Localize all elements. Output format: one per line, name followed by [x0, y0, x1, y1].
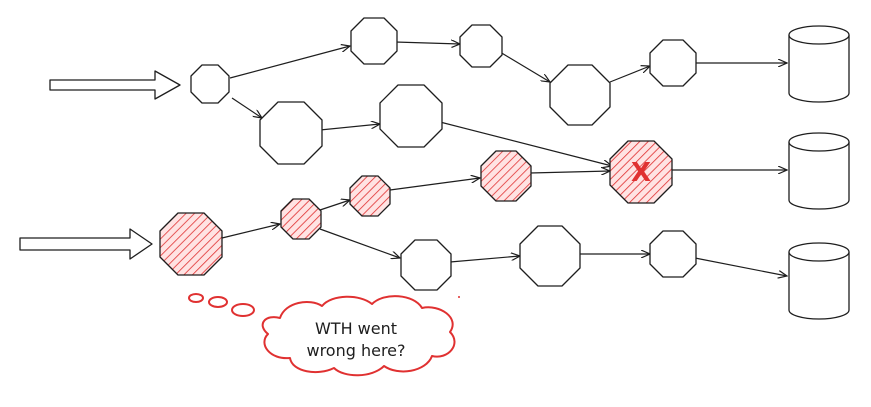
edge-n4-n5 — [499, 51, 550, 82]
edge-n10-db3 — [694, 257, 787, 276]
node-3 — [259, 101, 323, 165]
node-10 — [649, 230, 697, 278]
failure-node — [609, 140, 673, 204]
node-6 — [649, 39, 697, 87]
thought-bubbles — [188, 293, 460, 317]
node-1 — [190, 64, 230, 104]
edge-f4-x — [529, 171, 610, 173]
annotation-line-2: wrong here? — [306, 341, 405, 360]
database-icon — [788, 25, 850, 45]
database-output-2 — [788, 132, 850, 210]
edge-n5-n6 — [609, 66, 650, 83]
failed-node-4 — [480, 150, 532, 202]
failed-node-1 — [159, 212, 223, 276]
edge-n1-n3 — [231, 97, 262, 118]
failed-node-3 — [349, 175, 391, 217]
database-output-1 — [788, 25, 850, 103]
edge-f3-f4 — [389, 178, 480, 191]
thought-cloud: WTH went wrong here? — [261, 295, 456, 377]
edge-n1-n2 — [229, 46, 350, 79]
edge-n8-n9 — [449, 256, 520, 263]
edge-n7-x — [439, 121, 612, 166]
database-icon — [788, 242, 850, 262]
node-8 — [400, 239, 452, 291]
edges — [221, 42, 787, 276]
annotation-line-1: WTH went — [315, 319, 397, 338]
failed-node-2 — [280, 198, 322, 240]
node-7 — [379, 84, 443, 148]
edge-f2-f3 — [319, 200, 350, 211]
database-output-3 — [788, 242, 850, 320]
node-9 — [519, 225, 581, 287]
nodes: X — [159, 17, 697, 291]
edge-f2-n8 — [319, 228, 400, 258]
failure-x-icon: X — [631, 158, 651, 188]
database-icon — [788, 132, 850, 152]
node-2 — [350, 17, 398, 65]
input-arrow-bottom — [19, 228, 153, 260]
node-4 — [459, 24, 503, 68]
edge-n3-n7 — [319, 124, 380, 131]
edge-n2-n4 — [394, 42, 460, 44]
input-arrow-top — [49, 70, 181, 100]
edge-f1-f2 — [221, 224, 280, 239]
thought-cloud-icon — [261, 295, 456, 377]
node-5 — [549, 64, 611, 126]
